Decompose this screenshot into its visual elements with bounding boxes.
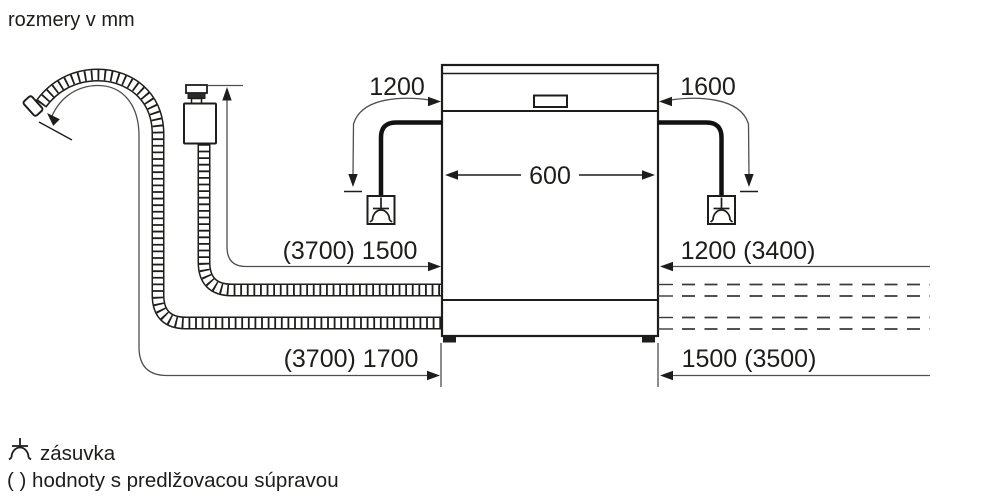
- dim-label-right-bottom: 1500 (3500): [682, 345, 817, 373]
- arrowhead-1200-right: [428, 96, 441, 107]
- arrowhead-right: [642, 170, 655, 180]
- socket-icon: [8, 438, 32, 461]
- power-cable-right: [658, 120, 736, 225]
- arrowhead-1600-down: [744, 174, 754, 187]
- socket-icon: [369, 197, 393, 223]
- dishwasher-foot-left: [443, 336, 456, 343]
- arrowhead-drain-right: [427, 370, 440, 381]
- power-cable-left: [366, 120, 442, 225]
- dim-left-power-curve: [352, 97, 431, 177]
- dim-label-right-mid: 1200 (3400): [681, 237, 816, 265]
- drain-hose-ribs: [36, 69, 442, 328]
- arrowhead-1200-down: [348, 174, 358, 187]
- drain-hose: [22, 68, 442, 330]
- supply-hose-inner: [199, 144, 442, 295]
- dim-right-power-curve: [669, 97, 750, 177]
- dim-label-right-power: 1600: [680, 73, 736, 101]
- legend-values-note: ( ) hodnoty s predlžovacou súpravou: [7, 469, 339, 492]
- dishwasher: [440, 63, 660, 343]
- hose-continuation-dashed-lines: [658, 283, 930, 330]
- supply-hose-outer: [197, 144, 442, 297]
- dimension-arrowheads: [47, 87, 754, 381]
- supply-hose: [197, 144, 442, 297]
- arrowhead-right-bottom-left: [660, 370, 673, 381]
- dimension-lines: [38, 84, 930, 387]
- arrowhead-supply-up: [222, 87, 232, 101]
- aquastop-body: [183, 102, 217, 145]
- dishwasher-foot-right: [642, 336, 655, 343]
- arrowhead-left: [445, 170, 458, 180]
- dim-drain-line: [51, 84, 430, 377]
- aquastop-band: [187, 92, 206, 99]
- aquastop-valve: [183, 84, 217, 145]
- dishwasher-handle: [533, 94, 568, 108]
- dim-drain-end-tick: [38, 121, 73, 141]
- cable-right-path: [658, 120, 724, 196]
- dim-label-drain-hose: (3700) 1700: [284, 345, 419, 373]
- dimension-width: [445, 170, 655, 180]
- dim-label-supply-hose: (3700) 1500: [283, 237, 418, 265]
- arrowhead-right-mid-left: [660, 261, 673, 272]
- supply-hose-ribs: [199, 144, 442, 295]
- drain-hose-end-cap: [22, 95, 44, 117]
- socket-icon: [709, 197, 734, 223]
- cable-left-path: [378, 120, 442, 196]
- aquastop-cap: [185, 84, 208, 94]
- legend-socket-label: zásuvka: [40, 442, 116, 465]
- legend: zásuvka ( ) hodnoty s predlžovacou súpra…: [7, 438, 339, 492]
- dim-supply-line: [226, 99, 430, 268]
- page-title: rozmery v mm: [8, 9, 135, 31]
- arrowhead-drain-end: [47, 113, 60, 126]
- arrowhead-supply-right: [428, 261, 441, 272]
- arrowhead-1600-left: [659, 96, 672, 107]
- dim-label-width: 600: [529, 162, 571, 190]
- dim-label-left-power: 1200: [369, 73, 425, 101]
